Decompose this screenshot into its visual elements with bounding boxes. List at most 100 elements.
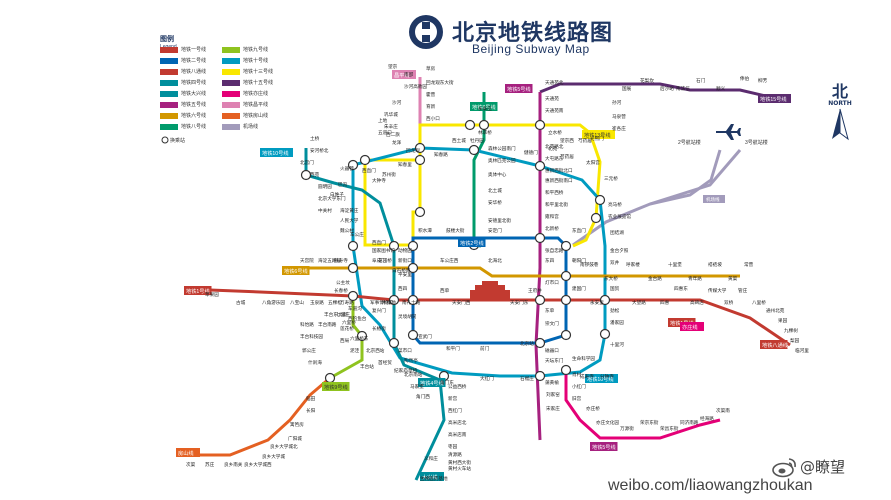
station-label[interactable]: 九棵树 xyxy=(784,327,798,334)
station-label[interactable]: 柳芳 xyxy=(758,77,768,84)
transfer-station-icon[interactable] xyxy=(560,240,572,252)
station-label[interactable]: 良乡大学城西 xyxy=(244,461,272,468)
station-label[interactable]: 双井 xyxy=(610,259,620,266)
station-label[interactable]: 清源路 xyxy=(448,451,462,458)
transfer-station-icon[interactable] xyxy=(560,270,572,282)
station-label[interactable]: 公益西桥 xyxy=(448,383,467,390)
station-label[interactable]: 东大桥 xyxy=(604,275,618,282)
station-label[interactable]: 北新桥 xyxy=(545,225,559,232)
transfer-station-icon[interactable] xyxy=(534,370,546,382)
station-label[interactable]: 丰台南路 xyxy=(318,321,337,328)
station-label[interactable]: 东直门 xyxy=(572,227,586,234)
station-label[interactable]: 永安里 xyxy=(590,299,604,306)
transfer-station-icon[interactable] xyxy=(407,294,419,306)
station-label[interactable]: 国家图书馆 xyxy=(372,247,395,254)
station-label[interactable]: 人民大学 xyxy=(340,217,359,224)
station-label[interactable]: 临河里 xyxy=(795,347,809,354)
station-label[interactable]: 花园桥 xyxy=(378,257,392,264)
station-label[interactable]: 公主坟 xyxy=(336,279,350,286)
station-label[interactable]: 新宫 xyxy=(448,395,458,402)
station-label[interactable]: 牡丹园 xyxy=(470,137,484,144)
station-label[interactable]: 郭公庄 xyxy=(302,347,316,354)
transfer-station-icon[interactable] xyxy=(414,142,426,154)
station-label[interactable]: 灵境胡同 xyxy=(398,313,417,320)
station-label[interactable]: 角门东 xyxy=(440,379,454,386)
transfer-station-icon[interactable] xyxy=(560,364,572,376)
station-label[interactable]: 五道口 xyxy=(378,129,392,136)
station-label[interactable]: 芍药居 xyxy=(560,153,574,160)
station-label[interactable]: 西四 xyxy=(398,286,408,292)
station-label[interactable]: 宣武门 xyxy=(418,333,432,340)
station-label[interactable]: 森林公园南门 xyxy=(488,145,516,152)
transfer-station-icon[interactable] xyxy=(414,154,426,166)
station-label[interactable]: 阜成门 xyxy=(372,257,386,264)
station-label[interactable]: 林萃桥 xyxy=(478,129,492,136)
transfer-station-icon[interactable] xyxy=(407,262,419,274)
station-label[interactable]: 经海路 xyxy=(700,415,714,422)
transfer-station-icon[interactable] xyxy=(359,154,371,166)
station-label[interactable]: 天通苑 xyxy=(545,95,559,102)
transfer-station-icon[interactable] xyxy=(599,328,611,340)
station-label[interactable]: 丰台科技园 xyxy=(300,333,323,340)
station-label[interactable]: 沙河高教园 xyxy=(404,83,427,90)
station-label[interactable]: 金台路 xyxy=(648,275,662,282)
station-label[interactable]: 磁器口 xyxy=(545,347,559,354)
station-label[interactable]: 巩华城 xyxy=(384,111,398,118)
transfer-station-icon[interactable] xyxy=(388,337,400,349)
station-label[interactable]: 枣园 xyxy=(448,443,458,450)
station-label[interactable]: 十里河 xyxy=(610,341,624,348)
station-label[interactable]: 圆明园 xyxy=(318,184,332,190)
station-label[interactable]: 西苑 xyxy=(310,171,320,178)
station-label[interactable]: 八角游乐园 xyxy=(262,299,285,306)
station-label[interactable]: 丰台东大街 xyxy=(324,311,347,318)
station-label[interactable]: 动物园 xyxy=(398,247,412,254)
station-label[interactable]: 北苑路北 xyxy=(545,143,564,150)
transfer-station-icon[interactable] xyxy=(414,206,426,218)
station-label[interactable]: 双桥 xyxy=(724,299,734,306)
station-label[interactable]: 玉泉路 xyxy=(310,299,324,306)
station-label[interactable]: 西直门 xyxy=(372,239,386,246)
station-label[interactable]: 北海北 xyxy=(488,257,502,264)
station-label[interactable]: 西钓鱼台 xyxy=(348,315,367,322)
station-label[interactable]: 褡裢坡 xyxy=(708,261,722,268)
station-label[interactable]: 黄渠 xyxy=(728,275,738,282)
station-label[interactable]: 八宝山 xyxy=(290,299,304,306)
station-label[interactable]: 高米店南 xyxy=(448,431,467,438)
transfer-station-icon[interactable] xyxy=(560,329,572,341)
station-label[interactable]: 霍营 xyxy=(426,91,436,98)
station-label[interactable]: 中关村 xyxy=(318,207,332,214)
station-label[interactable]: 慈寿寺 xyxy=(334,257,348,263)
station-label[interactable]: 安华桥 xyxy=(488,199,502,206)
station-label[interactable]: 天坛东门 xyxy=(545,357,564,364)
transfer-station-icon[interactable] xyxy=(594,194,606,206)
station-label[interactable]: 生命科学园 xyxy=(572,355,595,362)
transfer-station-icon[interactable] xyxy=(560,294,572,306)
station-label[interactable]: 首经贸 xyxy=(378,359,392,366)
station-label[interactable]: 知春路 xyxy=(434,151,448,158)
station-label[interactable]: 丰台站 xyxy=(360,363,374,370)
station-label[interactable]: 泥洼 xyxy=(350,347,360,354)
station-label[interactable]: 十里堡 xyxy=(668,261,682,268)
station-label[interactable]: 莲花桥 xyxy=(340,325,354,332)
station-label[interactable]: 太阳宫 xyxy=(586,159,600,166)
station-label[interactable]: 金台夕照 xyxy=(610,247,629,254)
station-label[interactable]: 东四 xyxy=(545,257,555,263)
station-label[interactable]: 西二旗 xyxy=(386,131,400,138)
transfer-station-icon[interactable] xyxy=(347,159,359,171)
station-label[interactable]: 草桥 xyxy=(408,367,418,374)
station-label[interactable]: 石榴庄 xyxy=(520,375,534,382)
station-label[interactable]: 天通苑南 xyxy=(545,107,564,114)
station-label[interactable]: 什刹海 xyxy=(308,359,322,366)
station-label[interactable]: 育新 xyxy=(426,103,436,110)
transfer-station-icon[interactable] xyxy=(534,294,546,306)
station-label[interactable]: 积水潭 xyxy=(418,227,432,234)
station-label[interactable]: 车道沟 xyxy=(348,305,362,312)
station-label[interactable]: 回龙观 xyxy=(406,147,420,154)
station-label[interactable]: 大望路 xyxy=(632,299,646,306)
transfer-station-icon[interactable] xyxy=(534,160,546,172)
station-label[interactable]: 传媒大学 xyxy=(708,287,727,294)
station-label[interactable]: 新街口 xyxy=(398,257,412,264)
station-label[interactable]: 大钟寺 xyxy=(372,177,386,184)
station-label[interactable]: 呼家楼 xyxy=(626,261,640,268)
station-label[interactable]: 南法信 xyxy=(676,85,690,92)
